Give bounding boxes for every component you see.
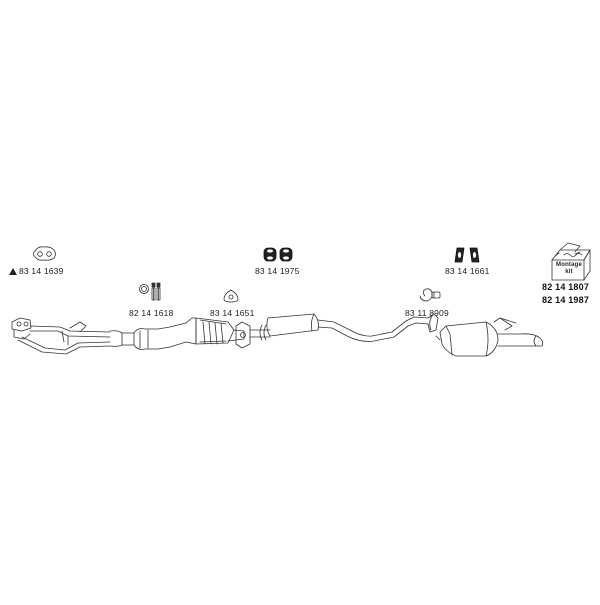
clamp-icon: [419, 288, 441, 302]
triangle-gasket-icon: [223, 289, 239, 303]
front-pipe: [121, 317, 197, 350]
mounting-kit-box-text-1: Montage: [556, 262, 583, 268]
mounting-kit-box-text-2: kit: [565, 269, 573, 275]
part-number-label: 83 14 1639: [19, 266, 64, 276]
part-number-label: 82 14 1807: [542, 282, 590, 292]
downpipe: [11, 317, 123, 355]
rubber-hanger-icon: [263, 247, 293, 262]
part-number-label: 82 14 1987: [542, 295, 590, 305]
catalytic-converter: [195, 317, 245, 345]
center-muffler: [249, 313, 429, 342]
flange-joint: [235, 321, 251, 349]
part-number-label: 82 14 1618: [129, 308, 174, 318]
gasket-icon: [33, 246, 56, 261]
clamp-set-icon: [139, 282, 161, 301]
mounting-kit-box-icon: [551, 242, 591, 281]
part-number-label: 83 14 1651: [210, 308, 255, 318]
part-number-label: 83 14 1975: [255, 266, 300, 276]
rear-muffler: [427, 313, 544, 357]
part-number-label: 83 11 8909: [405, 308, 449, 318]
mounting-kit-box-label: Montage kit: [556, 262, 582, 276]
warning-triangle-icon: [9, 268, 17, 275]
part-number-label: 83 14 1661: [445, 266, 490, 276]
